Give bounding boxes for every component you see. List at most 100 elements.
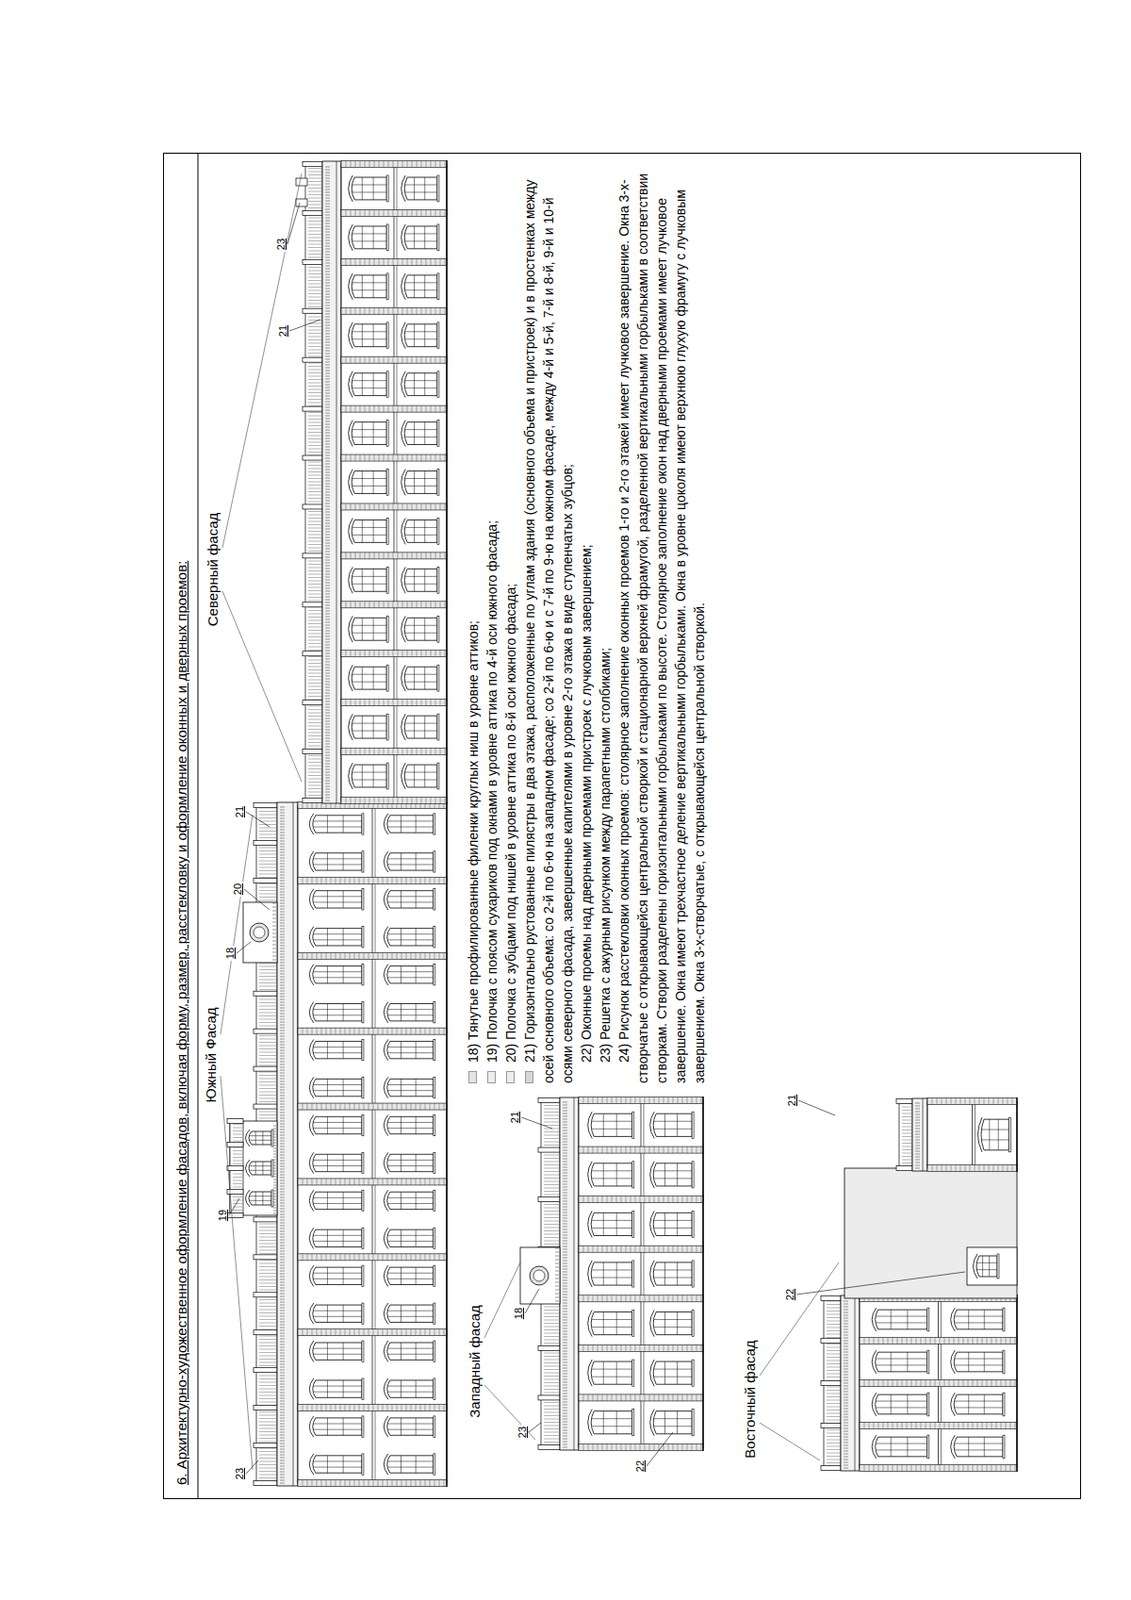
parapet-grille	[259, 1282, 277, 1284]
pilaster-rustication	[396, 1479, 398, 1487]
tower-teeth	[273, 1181, 277, 1183]
window-muntin	[405, 183, 438, 185]
pilaster-rustication	[397, 748, 399, 755]
tower-teeth	[273, 1147, 277, 1149]
window	[387, 852, 434, 870]
pilaster-rustication	[443, 1253, 445, 1261]
window-muntin	[424, 666, 426, 689]
cornice-dentil	[325, 568, 330, 570]
parapet-grille	[259, 1048, 277, 1050]
pilaster-rustication	[416, 503, 418, 510]
cornice-dentil	[325, 381, 330, 383]
window-muntin	[361, 422, 363, 445]
window	[312, 1003, 362, 1021]
window-muntin	[388, 895, 434, 897]
cornice-dentil	[325, 687, 330, 689]
pilaster	[341, 699, 447, 706]
pilaster-rustication	[377, 1404, 379, 1411]
parapet-grille	[259, 876, 277, 878]
cornice-dentil	[325, 639, 330, 640]
cornice-dentil	[325, 404, 330, 406]
cornice-dentil	[325, 443, 330, 445]
parapet-grille	[308, 464, 322, 466]
cornice-dentil	[325, 698, 330, 700]
pilaster-rustication	[355, 552, 357, 559]
pilaster-rustication	[429, 1328, 431, 1336]
pilaster	[297, 951, 447, 959]
window-sill	[361, 926, 364, 948]
cornice-dentil	[279, 846, 285, 848]
cornice-dentil	[325, 624, 330, 626]
window-muntin	[388, 1083, 434, 1085]
window-muntin	[424, 373, 426, 396]
parapet-post	[253, 877, 278, 883]
cornice-dentil	[325, 582, 330, 584]
cornice-dentil	[279, 1208, 285, 1210]
cornice-dentil	[325, 766, 330, 768]
window-muntin	[343, 966, 345, 984]
parapet-grille	[308, 316, 322, 318]
pilaster-rustication	[378, 503, 380, 510]
cornice-dentil	[325, 480, 330, 482]
pilaster-rustication	[444, 454, 446, 461]
parapet-post	[227, 1165, 244, 1171]
parapet-post	[302, 210, 323, 215]
parapet-grille	[308, 649, 322, 651]
window-muntin	[413, 275, 415, 298]
window-muntin	[313, 1083, 362, 1085]
cornice-dentil	[325, 777, 330, 779]
cornice-dentil	[325, 599, 330, 601]
pilaster-rustication	[420, 1102, 422, 1110]
cornice-line	[336, 161, 338, 804]
cornice-dentil	[325, 393, 330, 394]
pilaster-rustication	[359, 1027, 361, 1034]
pilaster-rustication	[360, 405, 361, 412]
window-muntin	[388, 1315, 434, 1317]
cornice-dentil	[279, 837, 285, 839]
cornice-dentil	[325, 494, 330, 496]
cornice-dentil	[279, 897, 285, 899]
window-muntin	[388, 1459, 434, 1461]
pilaster-rustication	[425, 1479, 427, 1487]
window-muntin	[405, 779, 438, 781]
parapet-grille	[259, 1414, 277, 1416]
pilaster-rustication	[440, 748, 442, 755]
parapet-grille	[308, 510, 322, 512]
parapet-grille	[308, 422, 322, 424]
window-muntin	[361, 275, 363, 298]
parapet-grille	[308, 659, 322, 661]
window-muntin	[400, 815, 402, 833]
pilaster-rustication	[363, 1479, 365, 1487]
parapet-grille	[308, 481, 322, 483]
pilaster-rustication	[316, 876, 318, 884]
cornice-dentil	[279, 1018, 285, 1020]
cornice-dentil	[325, 313, 330, 315]
window-muntin	[343, 1229, 345, 1246]
window-muntin	[327, 1191, 328, 1209]
parapet-grille	[308, 178, 322, 180]
window-muntin	[415, 928, 417, 946]
parapet-grille	[308, 758, 322, 760]
window-muntin	[405, 387, 438, 389]
pilaster-rustication	[387, 876, 389, 884]
cornice-dentil	[325, 311, 330, 312]
cornice-dentil	[279, 1030, 285, 1032]
parapet-grille	[259, 1375, 277, 1377]
pilaster-rustication	[421, 748, 423, 755]
window-muntin	[400, 1342, 402, 1360]
window-muntin	[373, 715, 375, 738]
window	[351, 373, 387, 396]
parapet-grille	[259, 856, 277, 858]
pilaster-rustication	[316, 1404, 318, 1411]
cornice-dentil	[325, 743, 330, 745]
pilaster-rustication	[383, 503, 385, 510]
window-sill	[361, 851, 364, 872]
cornice-dentil	[325, 421, 330, 423]
window-muntin	[405, 428, 438, 430]
parapet-grille	[308, 468, 322, 470]
cornice-dentil	[279, 806, 285, 808]
parapet-grille	[308, 622, 322, 624]
pilaster-rustication	[326, 1178, 328, 1185]
parapet-grille	[259, 1051, 277, 1053]
parapet-grille	[259, 1071, 277, 1073]
